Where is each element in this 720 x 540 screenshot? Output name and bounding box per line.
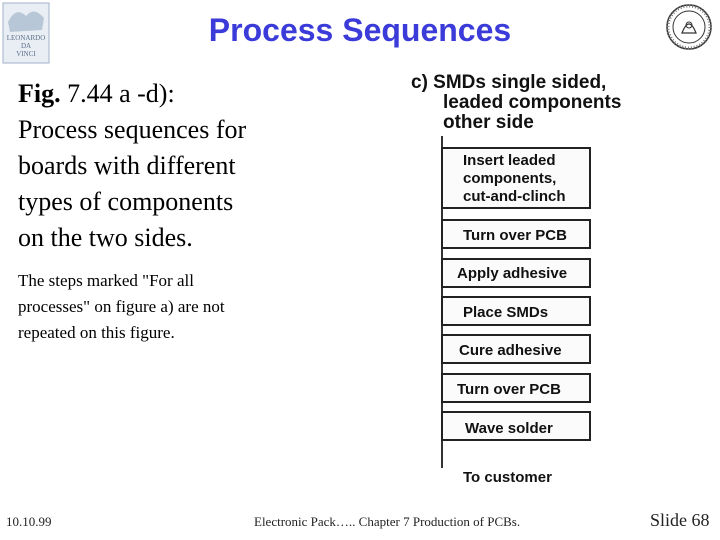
university-seal-icon (665, 3, 713, 51)
process-flow-diagram: c) SMDs single sided, leaded components … (405, 66, 675, 496)
slide-label: Slide (650, 510, 688, 530)
caption-line-2: Process sequences for (18, 115, 247, 144)
final-step-label: To customer (463, 469, 552, 486)
step-insert-leaded: Insert leaded components, cut-and-clinch (441, 147, 591, 209)
step-1-line-3: cut-and-clinch (463, 188, 566, 205)
caption-line-1: Fig. 7.44 a -d): (18, 76, 358, 112)
step-7-label: Wave solder (465, 420, 553, 437)
step-apply-adhesive: Apply adhesive (441, 258, 591, 288)
diagram-heading-line-2: leaded components (443, 92, 621, 113)
step-turn-over-2: Turn over PCB (441, 373, 591, 403)
svg-text:DA: DA (21, 42, 31, 50)
slide-title: Process Sequences (208, 12, 512, 48)
fig-ref: Fig. (18, 79, 61, 108)
slide-number-value: 68 (691, 510, 710, 530)
figure-caption: Fig. 7.44 a -d): Process sequences for b… (18, 76, 358, 256)
step-cure-adhesive: Cure adhesive (441, 334, 591, 364)
svg-text:LEONARDO: LEONARDO (7, 34, 46, 42)
step-1-line-1: Insert leaded (463, 152, 556, 169)
step-3-label: Apply adhesive (457, 265, 567, 282)
step-1-line-2: components, (463, 170, 556, 187)
step-5-label: Cure adhesive (459, 342, 562, 359)
footer-date: 10.10.99 (6, 514, 52, 529)
svg-text:VINCI: VINCI (16, 50, 36, 58)
step-place-smds: Place SMDs (441, 296, 591, 326)
fig-number: 7.44 a -d): (60, 79, 175, 108)
step-2-label: Turn over PCB (463, 227, 567, 244)
diagram-heading-line-1: c) SMDs single sided, (411, 72, 606, 93)
step-4-label: Place SMDs (463, 304, 548, 321)
step-turn-over-1: Turn over PCB (441, 219, 591, 249)
caption-line-5: on the two sides. (18, 223, 193, 252)
caption-line-3: boards with different (18, 151, 236, 180)
footer-course-title: Electronic Pack….. Chapter 7 Production … (254, 514, 521, 529)
diagram-heading-line-3: other side (443, 112, 534, 133)
slide-number: Slide 68 (650, 510, 710, 531)
leonardo-logo: LEONARDO DA VINCI (2, 2, 50, 64)
caption-line-4: types of components (18, 187, 234, 216)
note-text: The steps marked "For all processes" on … (18, 268, 318, 346)
note-line-3: repeated on this figure. (18, 323, 175, 342)
note-line-1: The steps marked "For all (18, 271, 194, 290)
step-wave-solder: Wave solder (441, 411, 591, 441)
note-line-2: processes" on figure a) are not (18, 297, 225, 316)
step-6-label: Turn over PCB (457, 381, 561, 398)
